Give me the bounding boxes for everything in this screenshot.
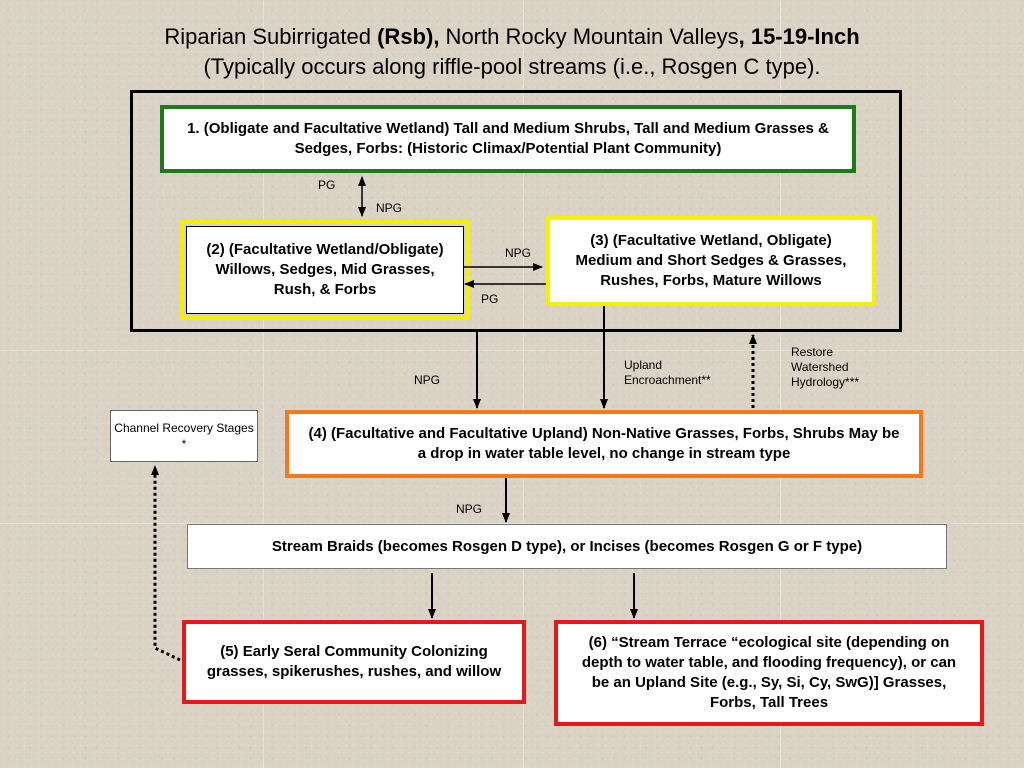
transition-label-npg: NPG	[414, 373, 441, 387]
title-line-1: Riparian Subirrigated (Rsb), North Rocky…	[164, 24, 860, 49]
background-gridline	[523, 0, 524, 768]
channel-recovery-box: Channel Recovery Stages *	[110, 410, 258, 462]
transition-label-npg: NPG	[456, 502, 483, 516]
stream-change-box: Stream Braids (becomes Rosgen D type), o…	[187, 524, 947, 569]
title-line-2: (Typically occurs along riffle-pool stre…	[203, 54, 821, 79]
state-box-1: 1. (Obligate and Facultative Wetland) Ta…	[160, 105, 856, 173]
state-box-6: (6) “Stream Terrace “ecological site (de…	[554, 620, 984, 726]
background-gridline	[0, 523, 1024, 524]
upland-encroachment-label: Upland Encroachment**	[624, 358, 711, 387]
transition-label-pg: PG	[318, 178, 336, 192]
transition-label-npg: NPG	[376, 201, 403, 215]
transition-label-pg: PG	[481, 292, 499, 306]
restore-hydrology-label: Restore Watershed Hydrology***	[791, 345, 860, 389]
state-box-4: (4) (Facultative and Facultative Upland)…	[285, 410, 923, 478]
state-box-5: (5) Early Seral Community Colonizing gra…	[182, 620, 526, 704]
diagram-title: Riparian Subirrigated (Rsb), North Rocky…	[0, 22, 1024, 82]
transition-label-npg: NPG	[505, 246, 532, 260]
reference-state-frame	[130, 90, 902, 332]
background-gridline	[780, 0, 781, 768]
state-box-3: (3) (Facultative Wetland, Obligate) Medi…	[546, 216, 876, 306]
state-box-2: (2) (Facultative Wetland/Obligate) Willo…	[180, 220, 470, 320]
background-gridline	[0, 350, 1024, 351]
arrow-5-to-channel-recovery	[151, 465, 181, 662]
background-gridline	[263, 0, 264, 768]
